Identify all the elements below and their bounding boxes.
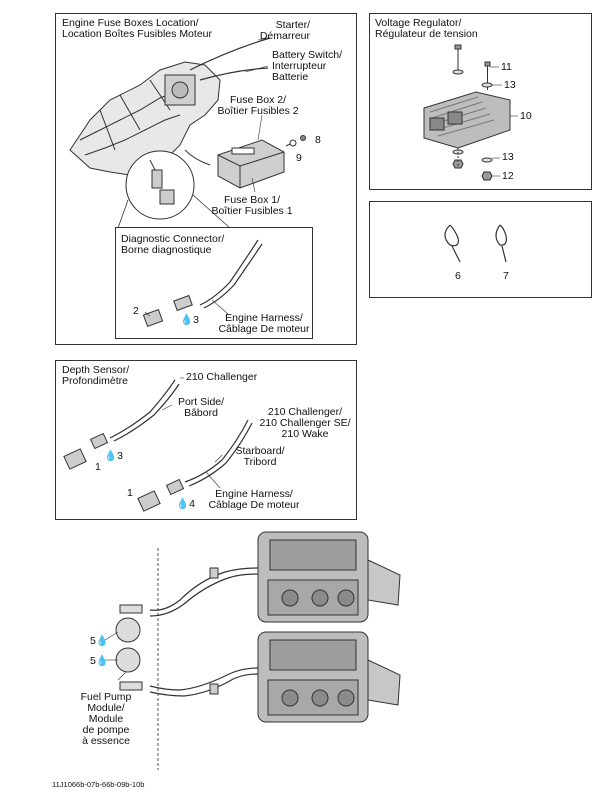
engine-harness-label-diag: Engine Harness/Câblage De moteur [218, 312, 310, 335]
callout-6: 6 [455, 270, 461, 282]
fuse-box-1-label: Fuse Box 1/Boîtier Fusibles 1 [211, 194, 293, 217]
callout-2: 2 [133, 305, 139, 317]
engine-panel-title: Engine Fuse Boxes Location/Location Boît… [62, 17, 212, 40]
models-label: 210 Challenger/210 Challenger SE/210 Wak… [259, 406, 351, 440]
callout-8: 8 [315, 134, 321, 146]
callout-1-starboard: 1 [127, 487, 133, 499]
callout-11: 11 [501, 61, 512, 73]
callout-12: 12 [502, 170, 514, 182]
starter-label: Starter/Démarreur [259, 19, 310, 42]
port-side-label: Port Side/Bâbord [177, 396, 225, 419]
callout-5-upper: 5💧 [90, 635, 109, 647]
cable-tie-7 [495, 224, 507, 263]
connector-detail [149, 159, 175, 205]
upper-engine [257, 531, 401, 623]
figure-reference-code: 11J1066b-07b-66b-09b-10b [52, 780, 145, 789]
callout-13-bottom: 13 [502, 151, 514, 163]
voltage-regulator-body [423, 91, 511, 149]
fuse-box-2-label: Fuse Box 2/Boîtier Fusibles 2 [217, 94, 299, 117]
lower-engine [257, 631, 401, 723]
callout-10: 10 [520, 110, 532, 122]
callout-4: 💧4 [176, 498, 195, 510]
callout-5-lower: 5💧 [90, 655, 109, 667]
callout-1-port: 1 [95, 461, 101, 473]
callout-7: 7 [503, 270, 509, 282]
diagnostic-connector-label: Diagnostic Connector/Borne diagnostique [121, 233, 225, 256]
challenger-210-label: 210 Challenger [186, 371, 258, 383]
cable-ties-panel [369, 201, 592, 298]
callout-9: 9 [296, 152, 302, 164]
engine-frame-illustration [69, 61, 221, 176]
depth-sensor-title: Depth Sensor/Profondimètre [62, 364, 130, 387]
callout-13-top: 13 [504, 79, 516, 91]
voltage-regulator-title: Voltage Regulator/Régulateur de tension [375, 17, 478, 40]
callout-3-depth: 💧3 [104, 450, 123, 462]
cable-tie-6 [444, 224, 461, 263]
starboard-label: Starboard/Tribord [235, 445, 285, 468]
engine-harness-label-depth: Engine Harness/Câblage De moteur [208, 488, 300, 511]
fuel-pump-module-upper [115, 604, 143, 643]
fuel-pump-module-lower [115, 647, 143, 691]
fuse-box-1 [217, 139, 285, 189]
callout-3-diag: 💧3 [180, 314, 199, 326]
